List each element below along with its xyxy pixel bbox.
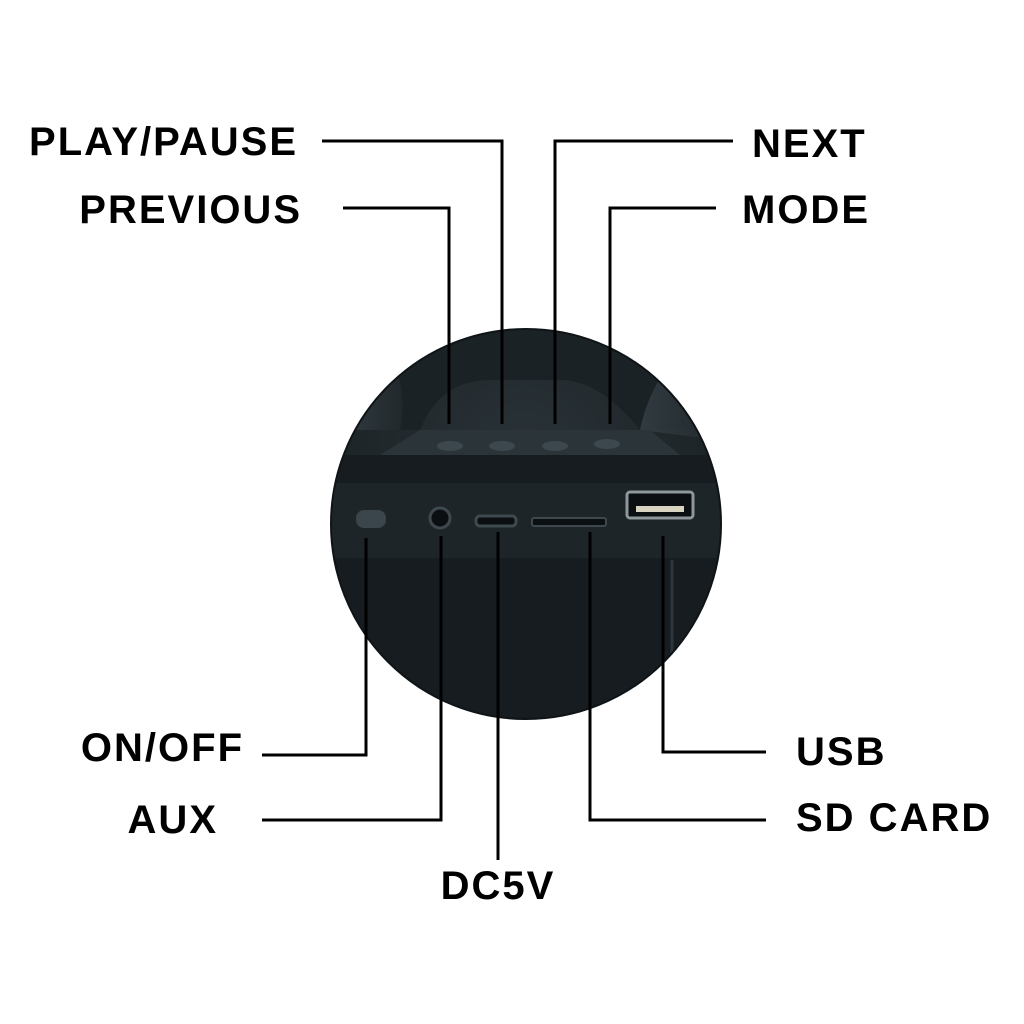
closeup-outline xyxy=(330,328,722,720)
on-off-switch xyxy=(356,510,386,528)
dc5v-label: DC5V xyxy=(440,864,556,908)
aux-label: AUX xyxy=(127,798,218,842)
play-pause-button xyxy=(489,441,515,451)
previous-button xyxy=(437,441,463,451)
button-panel-strip xyxy=(331,455,720,483)
dc5v-port xyxy=(474,514,518,528)
usb-port-tongue xyxy=(636,506,684,512)
mode-label: MODE xyxy=(742,188,870,232)
usb-port xyxy=(625,490,695,520)
usb-label: USB xyxy=(796,730,887,774)
next-leader xyxy=(553,139,733,424)
play-pause-label: PLAY/PAUSE xyxy=(29,120,298,164)
aux-port xyxy=(428,506,452,530)
previous-label: PREVIOUS xyxy=(79,188,302,232)
aux-leader xyxy=(262,536,443,822)
next-button xyxy=(542,441,568,451)
previous-leader xyxy=(343,206,451,424)
device-left-ridge xyxy=(331,340,403,430)
on-off-leader xyxy=(262,538,368,757)
leader-lines xyxy=(262,139,766,860)
mode-button xyxy=(594,439,620,449)
on-off-label: ON/OFF xyxy=(80,726,244,770)
mode-leader xyxy=(608,206,716,424)
next-label: NEXT xyxy=(752,122,867,166)
sd-card-label: SD CARD xyxy=(796,796,993,840)
play-pause-leader xyxy=(322,139,504,424)
sd-card-slot xyxy=(531,517,607,527)
usb-leader xyxy=(661,536,766,754)
sd-card-leader xyxy=(588,532,766,822)
button-panel xyxy=(380,430,680,455)
